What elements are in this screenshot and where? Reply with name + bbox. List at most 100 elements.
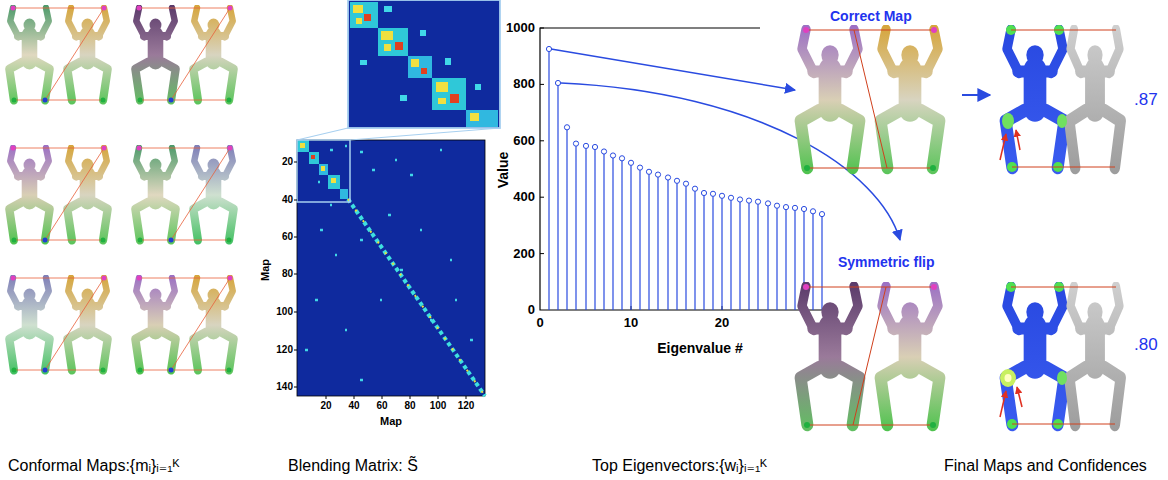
axis-tick: 10 [624,316,638,331]
map-title: Symmetric flip [838,254,934,270]
blending-matrix-part [400,95,407,101]
final-maps-flip-part [801,287,860,425]
final-maps-flip-part-part [806,287,934,288]
eigenvalue-chart-part-part [592,144,597,149]
axis-tick: 20 [320,400,331,412]
eigenvalue-chart-part-part [737,197,742,202]
final-maps-flip-part [1006,287,1065,425]
blending-matrix-part [297,140,485,396]
blending-matrix-part [421,68,427,74]
eigenvalue-chart-part-part [619,156,624,161]
conformal-map-pairs-part [193,278,233,370]
eigenvalue-chart-part [540,28,830,310]
blending-matrix-part [356,18,362,24]
axis-tick: 80 [282,268,293,280]
conformal-map-pairs-part [135,8,175,100]
conformal-map-pairs-part [67,278,107,370]
final-maps-correct-part [1011,30,1116,167]
eigenvalue-chart-part-part [701,190,706,195]
eigenvalue-chart-part-part [746,198,751,203]
blending-matrix-part [445,58,451,65]
eigenvalue-chart-part-part [683,181,688,186]
conformal-map-pairs-part [137,276,233,373]
blending-matrix-part [364,14,371,21]
blending-matrix-part [432,78,466,110]
eigenvalue-chart-part-part [710,191,715,196]
eigenvalue-chart-part-part [655,172,660,177]
blending-matrix-part [297,128,348,140]
final-maps-correct-part [1000,134,1006,160]
blending-matrix-part [411,59,419,67]
blending-matrix-part [360,60,367,65]
eigenvalue-chart-part-part [719,193,724,198]
panel-caption: Blending Matrix: S̃ [288,457,418,475]
final-maps-flip-part-part [1012,424,1115,425]
final-maps-correct-part [1002,113,1014,129]
blending-matrix-part [331,178,336,183]
blending-matrix-part [350,2,378,28]
final-maps-flip-part [803,284,809,290]
final-maps-flip-part-part [1011,287,1116,288]
confidence-value: .80 [1134,335,1158,355]
conformal-map-pairs-part [137,146,233,243]
blending-matrix-part [297,140,350,202]
blending-matrix-part [384,6,392,12]
conformal-map-pairs-part [11,146,107,243]
eigenvalue-chart-part-part [674,178,679,183]
final-maps-correct-part [881,30,940,168]
final-maps-flip [801,282,1121,429]
eigenvalue-chart-part-part [810,209,815,214]
blending-matrix-part [438,98,446,104]
blending-matrix-part [395,42,403,50]
map-title: Correct Map [830,8,912,24]
axis-tick: 20 [715,316,729,331]
axis-tick: 400 [513,190,535,205]
conformal-map-pairs-part [9,278,49,370]
blending-matrix-part [350,128,500,140]
blending-matrix-part [319,164,328,175]
final-maps-flip-part [1011,287,1116,424]
blending-matrix-part [297,140,309,152]
eigenvalue-chart-part-part [692,186,697,191]
blending-matrix-part [309,152,319,164]
axis-tick: 40 [348,400,359,412]
final-maps-correct-part-part [854,30,887,168]
eigenvalue-chart-part-part [646,169,651,174]
final-maps-flip-part [1069,287,1120,425]
axis-tick: 60 [376,400,387,412]
final-maps-correct-part [1057,114,1067,128]
blending-matrix-part [305,146,473,380]
blending-matrix-part [470,113,479,121]
blending-matrix-part [348,199,485,396]
final-maps-correct-part-part [1011,30,1116,31]
blending-matrix-part [321,166,325,171]
axis-tick: 100 [430,400,447,412]
final-maps-flip-part [1000,369,1016,387]
final-maps-correct-part-part [1012,167,1115,168]
final-maps-correct-part [803,27,809,33]
eigenvalue-chart-part-part [555,80,560,85]
blending-matrix-part [353,5,363,13]
eigenvalue-chart-part-part [601,149,606,154]
axis-tick: 20 [282,156,293,168]
final-maps-correct-part [930,165,936,171]
final-maps-correct [801,25,1121,172]
eigenvalue-chart-part-part [792,205,797,210]
final-maps-flip-part [881,287,940,425]
eigenvalue-chart-part-part [637,165,642,170]
eigenvalue-chart-part-part [728,195,733,200]
conformal-map-pairs-part [193,8,233,100]
blending-matrix [294,0,500,399]
axis-title: Map [380,415,402,428]
final-maps-flip-part [804,422,810,428]
axis-title: Map [259,259,272,281]
final-maps-flip-part [1057,371,1067,385]
final-maps-flip-part-part [807,425,933,426]
blending-matrix-part [436,82,448,92]
final-maps-flip-part [1000,391,1006,417]
eigenvalue-chart-part-part [665,175,670,180]
eigenvalue-chart-part [549,49,822,310]
final-maps-flip-part-part [853,287,886,425]
